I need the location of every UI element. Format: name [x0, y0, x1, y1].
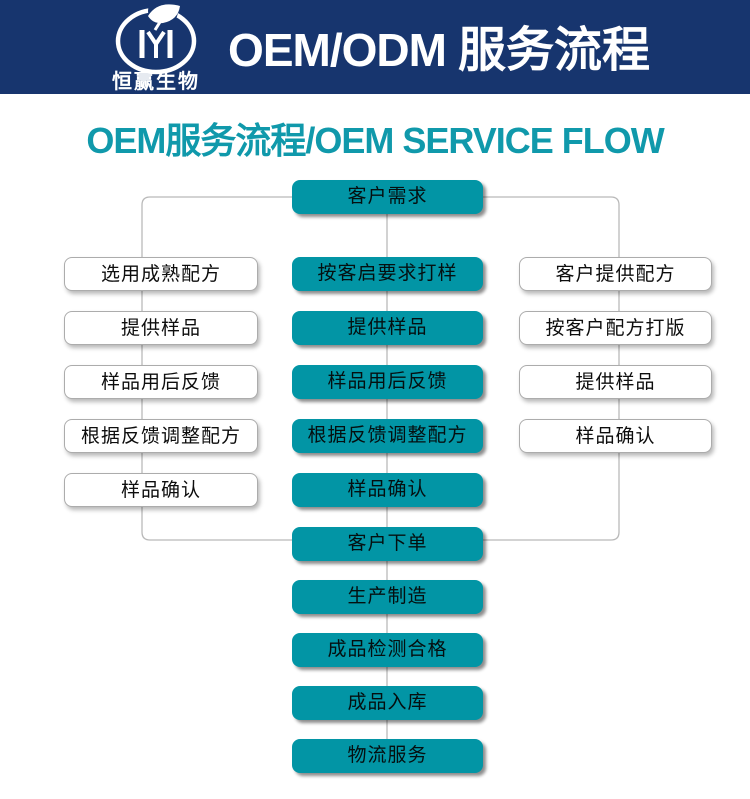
flow-node-bottom-1: 客户下单	[292, 527, 483, 561]
flow-node-center-4: 根据反馈调整配方	[292, 419, 483, 453]
header-title: OEM/ODM 服务流程	[228, 10, 650, 80]
flow-node-customer-demand: 客户需求	[292, 180, 483, 214]
flow-node-right-2: 按客户配方打版	[519, 311, 712, 345]
flow-node-left-3: 样品用后反馈	[64, 365, 258, 399]
flow-node-center-1: 按客启要求打样	[292, 257, 483, 291]
brand-name: 恒赢生物	[112, 69, 200, 93]
flow-node-left-4: 根据反馈调整配方	[64, 419, 258, 453]
flow-node-bottom-2: 生产制造	[292, 580, 483, 614]
flow-node-center-3: 样品用后反馈	[292, 365, 483, 399]
flow-node-right-1: 客户提供配方	[519, 257, 712, 291]
flow-node-left-2: 提供样品	[64, 311, 258, 345]
flow-node-left-5: 样品确认	[64, 473, 258, 507]
flow-node-right-3: 提供样品	[519, 365, 712, 399]
flow-node-left-1: 选用成熟配方	[64, 257, 258, 291]
flow-node-center-2: 提供样品	[292, 311, 483, 345]
flow-node-bottom-4: 成品入库	[292, 686, 483, 720]
flow-node-right-4: 样品确认	[519, 419, 712, 453]
section-title: OEM服务流程/OEM SERVICE FLOW	[86, 120, 664, 161]
flow-node-center-5: 样品确认	[292, 473, 483, 507]
flow-node-bottom-5: 物流服务	[292, 739, 483, 773]
brand-logo: 恒赢生物	[100, 3, 212, 93]
header-title-latin: OEM/ODM	[228, 24, 447, 76]
flow-node-bottom-3: 成品检测合格	[292, 633, 483, 667]
header-banner: 恒赢生物 OEM/ODM 服务流程	[0, 0, 750, 94]
header-title-cn: 服务流程	[457, 24, 650, 77]
leaf-circle-logo-icon: 恒赢生物	[112, 3, 200, 93]
